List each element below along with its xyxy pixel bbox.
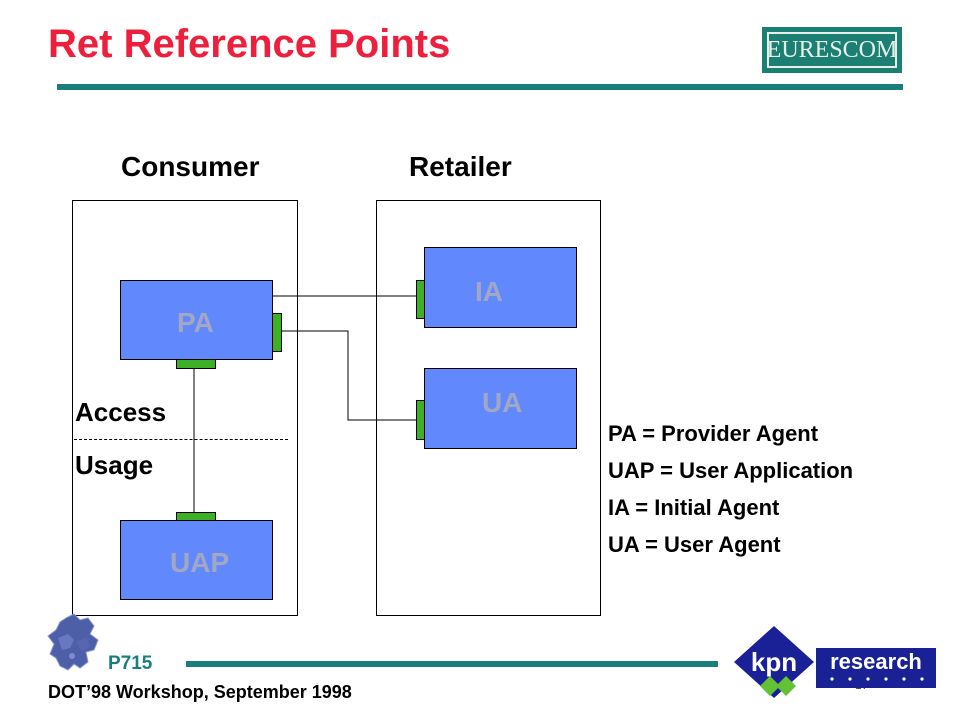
eurescom-logo-text: EURESCOM <box>767 32 897 68</box>
europe-map-icon <box>47 613 99 671</box>
title-underline <box>57 84 903 90</box>
pa-bottom-port <box>176 359 216 369</box>
access-label: Access <box>75 397 167 427</box>
green-diamond-left <box>760 676 780 696</box>
project-code: P715 <box>108 653 153 674</box>
kpn-text: kpn <box>751 647 797 677</box>
footer-text: DOT’98 Workshop, September 1998 <box>48 682 352 702</box>
ua-label: UA <box>482 387 523 418</box>
consumer-heading: Consumer <box>121 151 260 182</box>
green-diamond-right <box>776 676 796 696</box>
pa-right-port <box>272 313 282 352</box>
eurescom-logo: EURESCOM <box>762 27 902 73</box>
research-dots <box>830 677 924 681</box>
legend-item: UA = User Agent <box>608 532 781 557</box>
pa-label: PA <box>177 307 214 338</box>
usage-label: Usage <box>75 450 154 480</box>
ia-agent-box: IA <box>424 247 577 328</box>
access-usage-divider <box>74 439 288 440</box>
uap-agent-box: UAP <box>120 520 273 600</box>
legend-item: IA = Initial Agent <box>608 495 780 520</box>
footer-rule <box>186 661 718 667</box>
uap-label: UAP <box>170 547 230 578</box>
kpn-diamond <box>734 626 814 698</box>
retailer-heading: Retailer <box>409 151 512 182</box>
page-title: Ret Reference Points <box>48 22 451 66</box>
kpn-research-logo: kpn research <box>734 626 936 698</box>
ia-label: IA <box>475 276 503 307</box>
pa-agent-box: PA <box>120 280 273 360</box>
pa-ua-connector <box>281 330 417 421</box>
research-text: research <box>830 649 922 674</box>
legend-item: PA = Provider Agent <box>608 421 819 446</box>
research-banner <box>816 648 936 688</box>
legend-item: UAP = User Application <box>608 458 854 483</box>
ua-agent-box: UA <box>424 368 577 449</box>
